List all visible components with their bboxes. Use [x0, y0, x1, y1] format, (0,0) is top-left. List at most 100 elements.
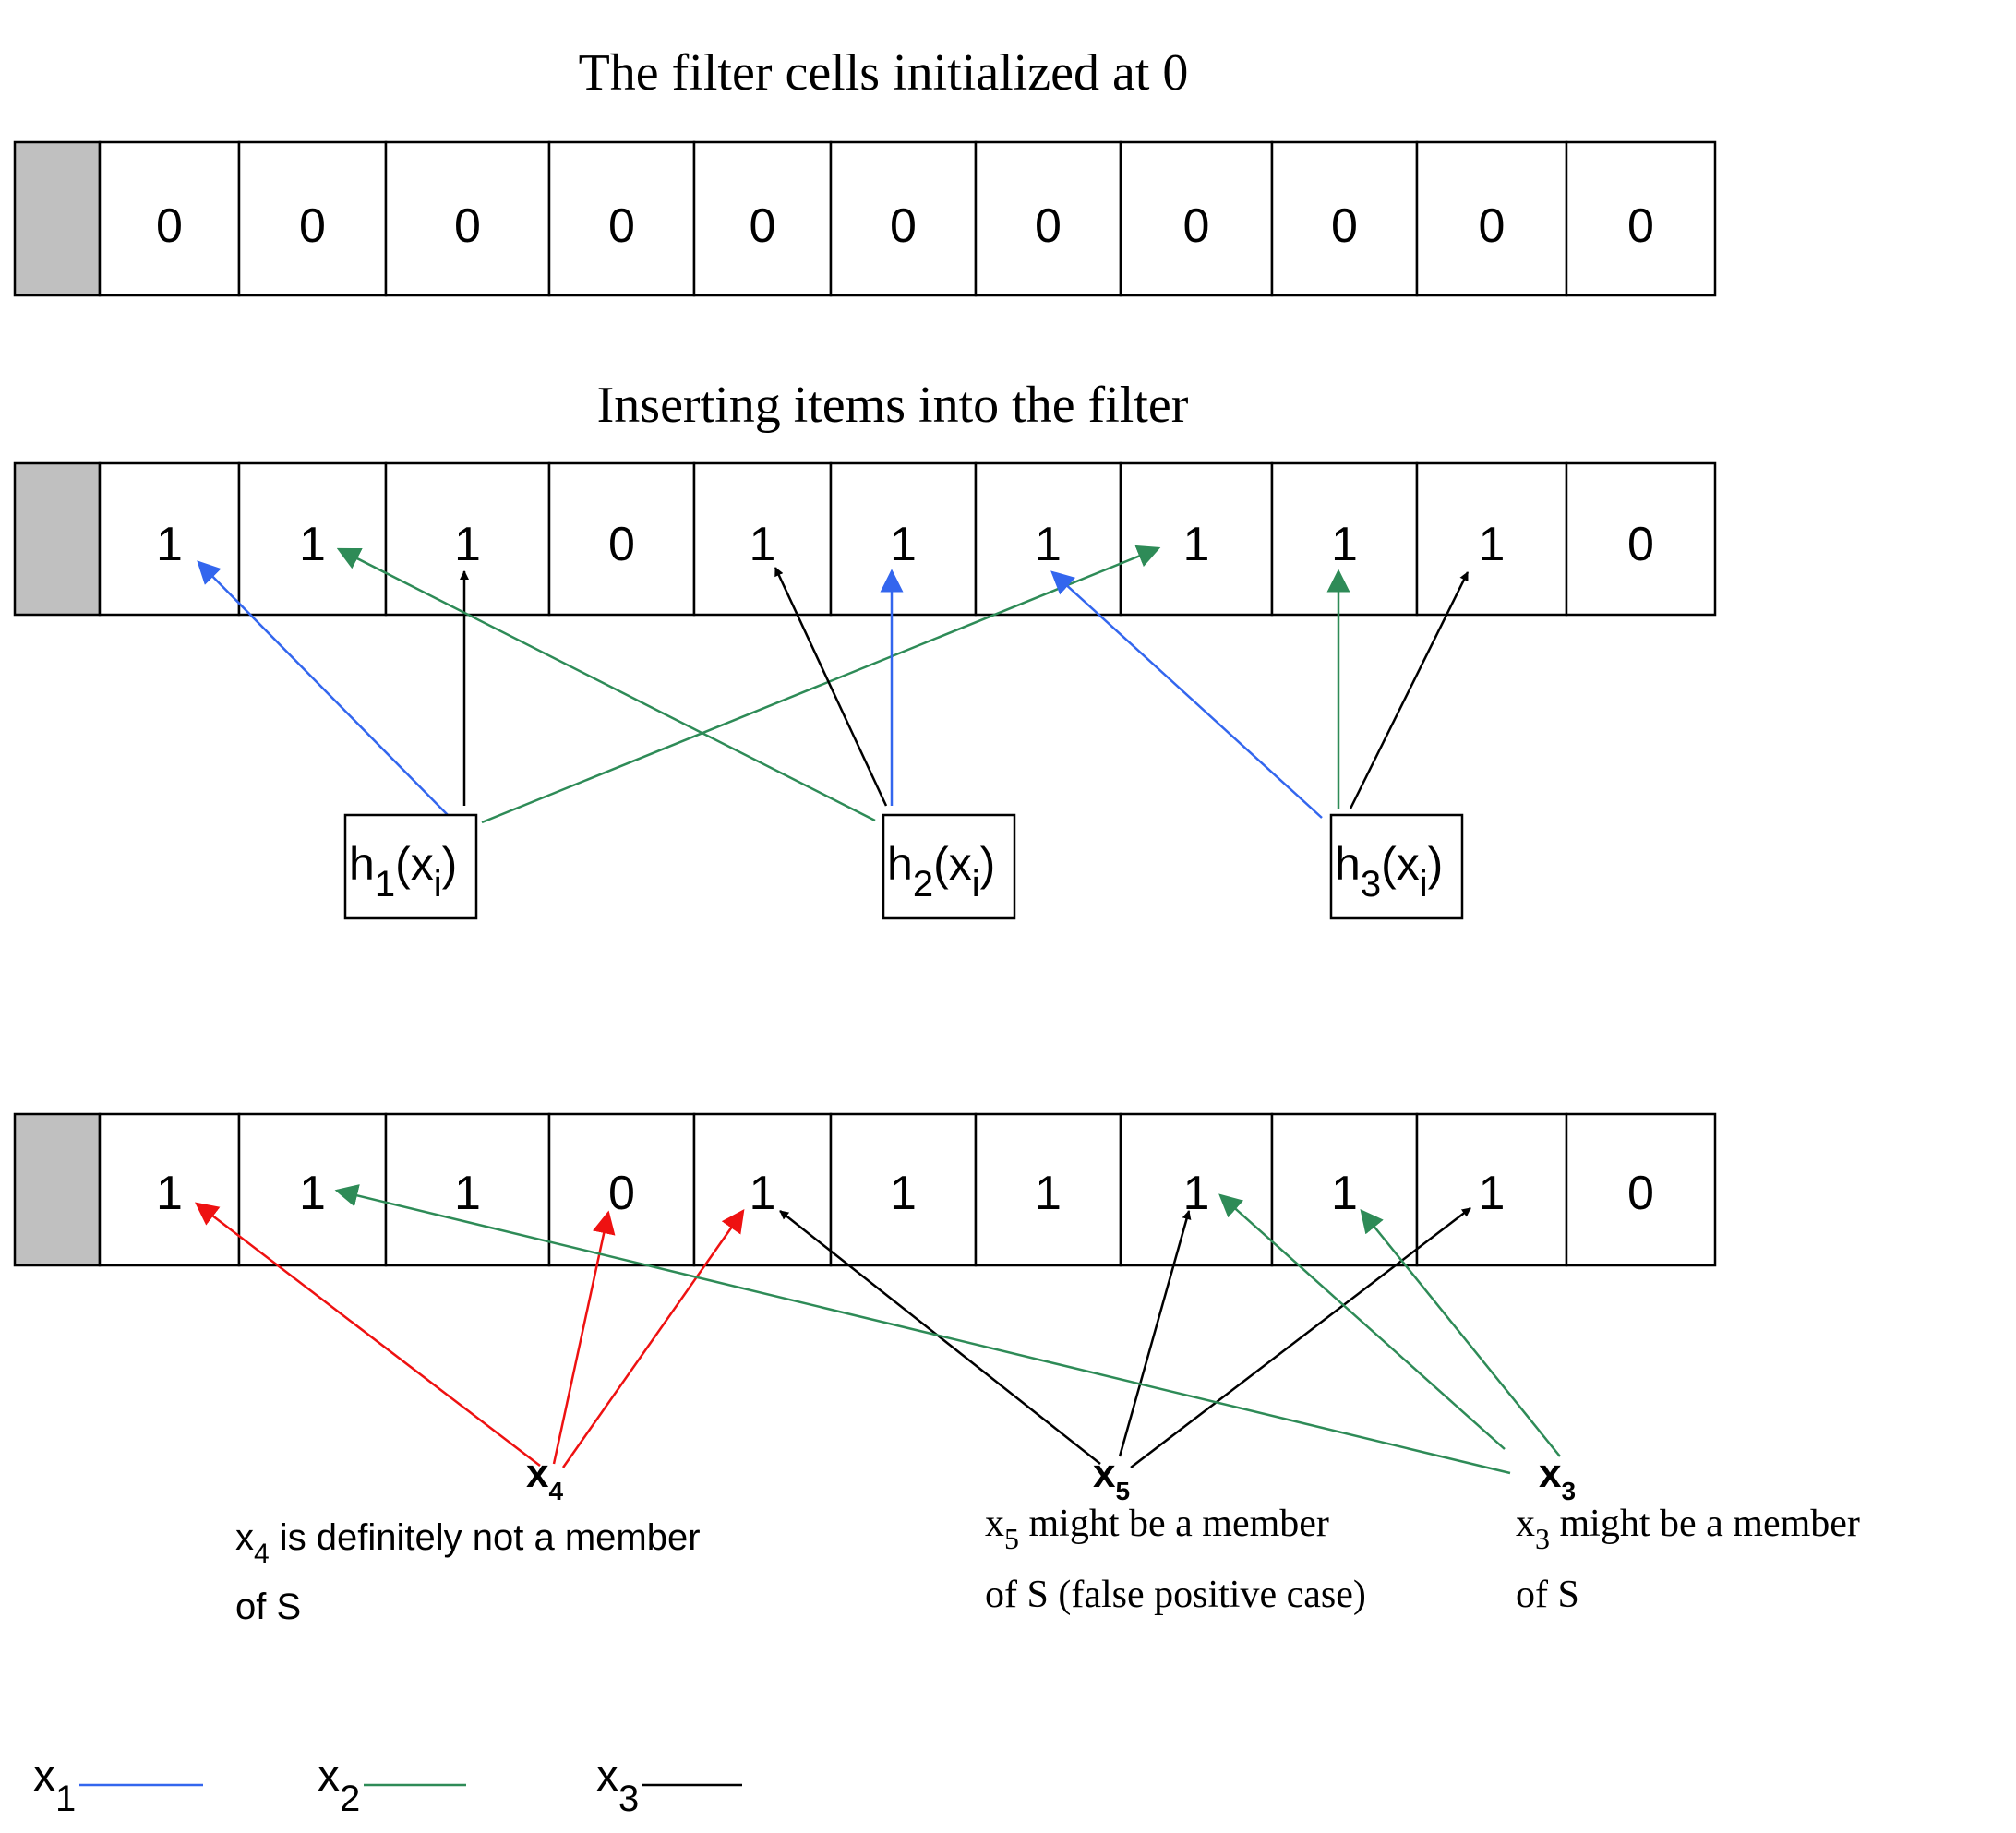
filter-cell-value: 1: [1035, 518, 1062, 571]
filter-cell: [829, 1112, 978, 1267]
filter-header-cell: [13, 140, 102, 297]
query-desc-x4-line1: x4 is definitely not a member: [235, 1517, 701, 1569]
filter-cell: [829, 140, 978, 297]
filter-cell: [1270, 140, 1419, 297]
filter-cell-value: 1: [1183, 1167, 1210, 1220]
hash-h1-sub: 1: [375, 864, 395, 905]
filter-cell: [829, 461, 978, 617]
arrow-x4-cell5-red: [561, 1208, 745, 1468]
query-desc-x3-line2: of S: [1516, 1574, 1579, 1616]
filter-cell: [1415, 140, 1568, 297]
filter-cell: [1415, 461, 1568, 617]
arrow-x5-cell5-black: [779, 1210, 1101, 1465]
filter-cell-value: 0: [1331, 199, 1358, 253]
filter-cell-value: 1: [1183, 518, 1210, 571]
filter-cell-value: 1: [1331, 1167, 1358, 1220]
filter-cell-value: 0: [156, 199, 183, 253]
query-arrows: [195, 1184, 1561, 1475]
arrow-x3-cell9-green: [1360, 1209, 1561, 1457]
filter-cell: [974, 140, 1122, 297]
query-label-x5: x5: [1093, 1451, 1130, 1505]
query-desc-x3-line1: x3 might be a member: [1516, 1503, 1860, 1555]
filter-cell: [1270, 1112, 1419, 1267]
svg-text:x2: x2: [318, 1752, 360, 1819]
hash-h2-arg: x: [949, 838, 972, 890]
hash-h2-sub: 2: [913, 864, 933, 905]
arrow-h3-x1-blue: [1050, 570, 1323, 819]
legend: x1 x2 x3: [33, 1752, 742, 1819]
filter-cell: [237, 461, 388, 617]
filter-cell-value: 0: [608, 518, 635, 571]
title-init: The filter cells initialized at 0: [579, 44, 1189, 102]
filter-cell-value: 1: [156, 1167, 183, 1220]
filter-cell-value: 0: [454, 199, 481, 253]
svg-text:h2(xi): h2(xi): [887, 838, 995, 905]
hash-h3-base: h: [1335, 838, 1361, 890]
filter-cell-value: 1: [1331, 518, 1358, 571]
filter-header-cell: [13, 1112, 102, 1267]
filter-cell-value: 1: [299, 518, 326, 571]
filter-cell: [384, 461, 551, 617]
filter-cell-value: 0: [1627, 199, 1654, 253]
filter-cell-value: 0: [299, 199, 326, 253]
filter-cell-value: 0: [890, 199, 917, 253]
hash-h1-arg-sub: i: [434, 864, 442, 905]
hash-h3-arg-sub: i: [1420, 864, 1428, 905]
filter-cell-value: 0: [1183, 199, 1210, 253]
filter-cell: [98, 140, 241, 297]
filter-cell-value: 1: [750, 1167, 776, 1220]
hash-h2-base: h: [887, 838, 913, 890]
title-insert: Inserting items into the filter: [597, 377, 1189, 434]
svg-text:x3: x3: [596, 1752, 639, 1819]
filter-cell-value: 0: [608, 1167, 635, 1220]
legend-item-x1: x1: [33, 1752, 203, 1819]
hash-h2-arg-sub: i: [972, 864, 980, 905]
filter-cell-value: 1: [1479, 518, 1506, 571]
arrow-x3-cell2-green: [334, 1184, 1511, 1475]
filter-cell: [1565, 1112, 1717, 1267]
query-desc-x4-line2: of S: [235, 1587, 301, 1627]
filter-cell-value: 0: [1627, 1167, 1654, 1220]
filter-cell: [1565, 461, 1717, 617]
filter-cell-value: 1: [890, 1167, 917, 1220]
filter-cell-value: 1: [454, 518, 481, 571]
hash-h1-arg: x: [411, 838, 434, 890]
filter-cell-value: 1: [890, 518, 917, 571]
filter-cell: [98, 461, 241, 617]
insert-arrows: [197, 545, 1470, 824]
arrow-x4-cell1-red: [195, 1202, 541, 1467]
arrow-h2-x3-black: [774, 567, 888, 807]
filter-cell-value: 1: [454, 1167, 481, 1220]
filter-header-cell: [13, 461, 102, 617]
query-desc-x5-line2: of S (false positive case): [985, 1574, 1366, 1616]
filter-cell: [1565, 140, 1717, 297]
filter-cell: [974, 1112, 1122, 1267]
arrow-h1-x1-blue: [197, 560, 449, 816]
hash-box-h2: h2(xi): [882, 813, 1016, 920]
svg-text:h3(xi): h3(xi): [1335, 838, 1443, 905]
hash-h1-base: h: [349, 838, 375, 890]
query-label-x4: x4: [526, 1451, 563, 1505]
filter-cell-value: 0: [1479, 199, 1506, 253]
legend-item-x2: x2: [318, 1752, 466, 1819]
filter-cell: [384, 1112, 551, 1267]
filter-cell: [384, 140, 551, 297]
filter-cell: [692, 461, 833, 617]
filter-cell-value: 0: [750, 199, 776, 253]
filter-cell: [692, 140, 833, 297]
filter-cell: [1119, 140, 1274, 297]
legend-item-x3: x3: [596, 1752, 742, 1819]
filter-cell-value: 1: [1479, 1167, 1506, 1220]
filter-cell: [237, 140, 388, 297]
arrow-x5-cell10-black: [1130, 1207, 1471, 1468]
query-label-x3: x3: [1539, 1451, 1576, 1505]
arrow-h1-x2-green: [481, 545, 1161, 824]
svg-text:x1: x1: [33, 1752, 76, 1819]
filter-cell-value: 1: [156, 518, 183, 571]
filter-cell-value: 0: [1627, 518, 1654, 571]
filter-cell: [974, 461, 1122, 617]
svg-text:h1(xi): h1(xi): [349, 838, 457, 905]
